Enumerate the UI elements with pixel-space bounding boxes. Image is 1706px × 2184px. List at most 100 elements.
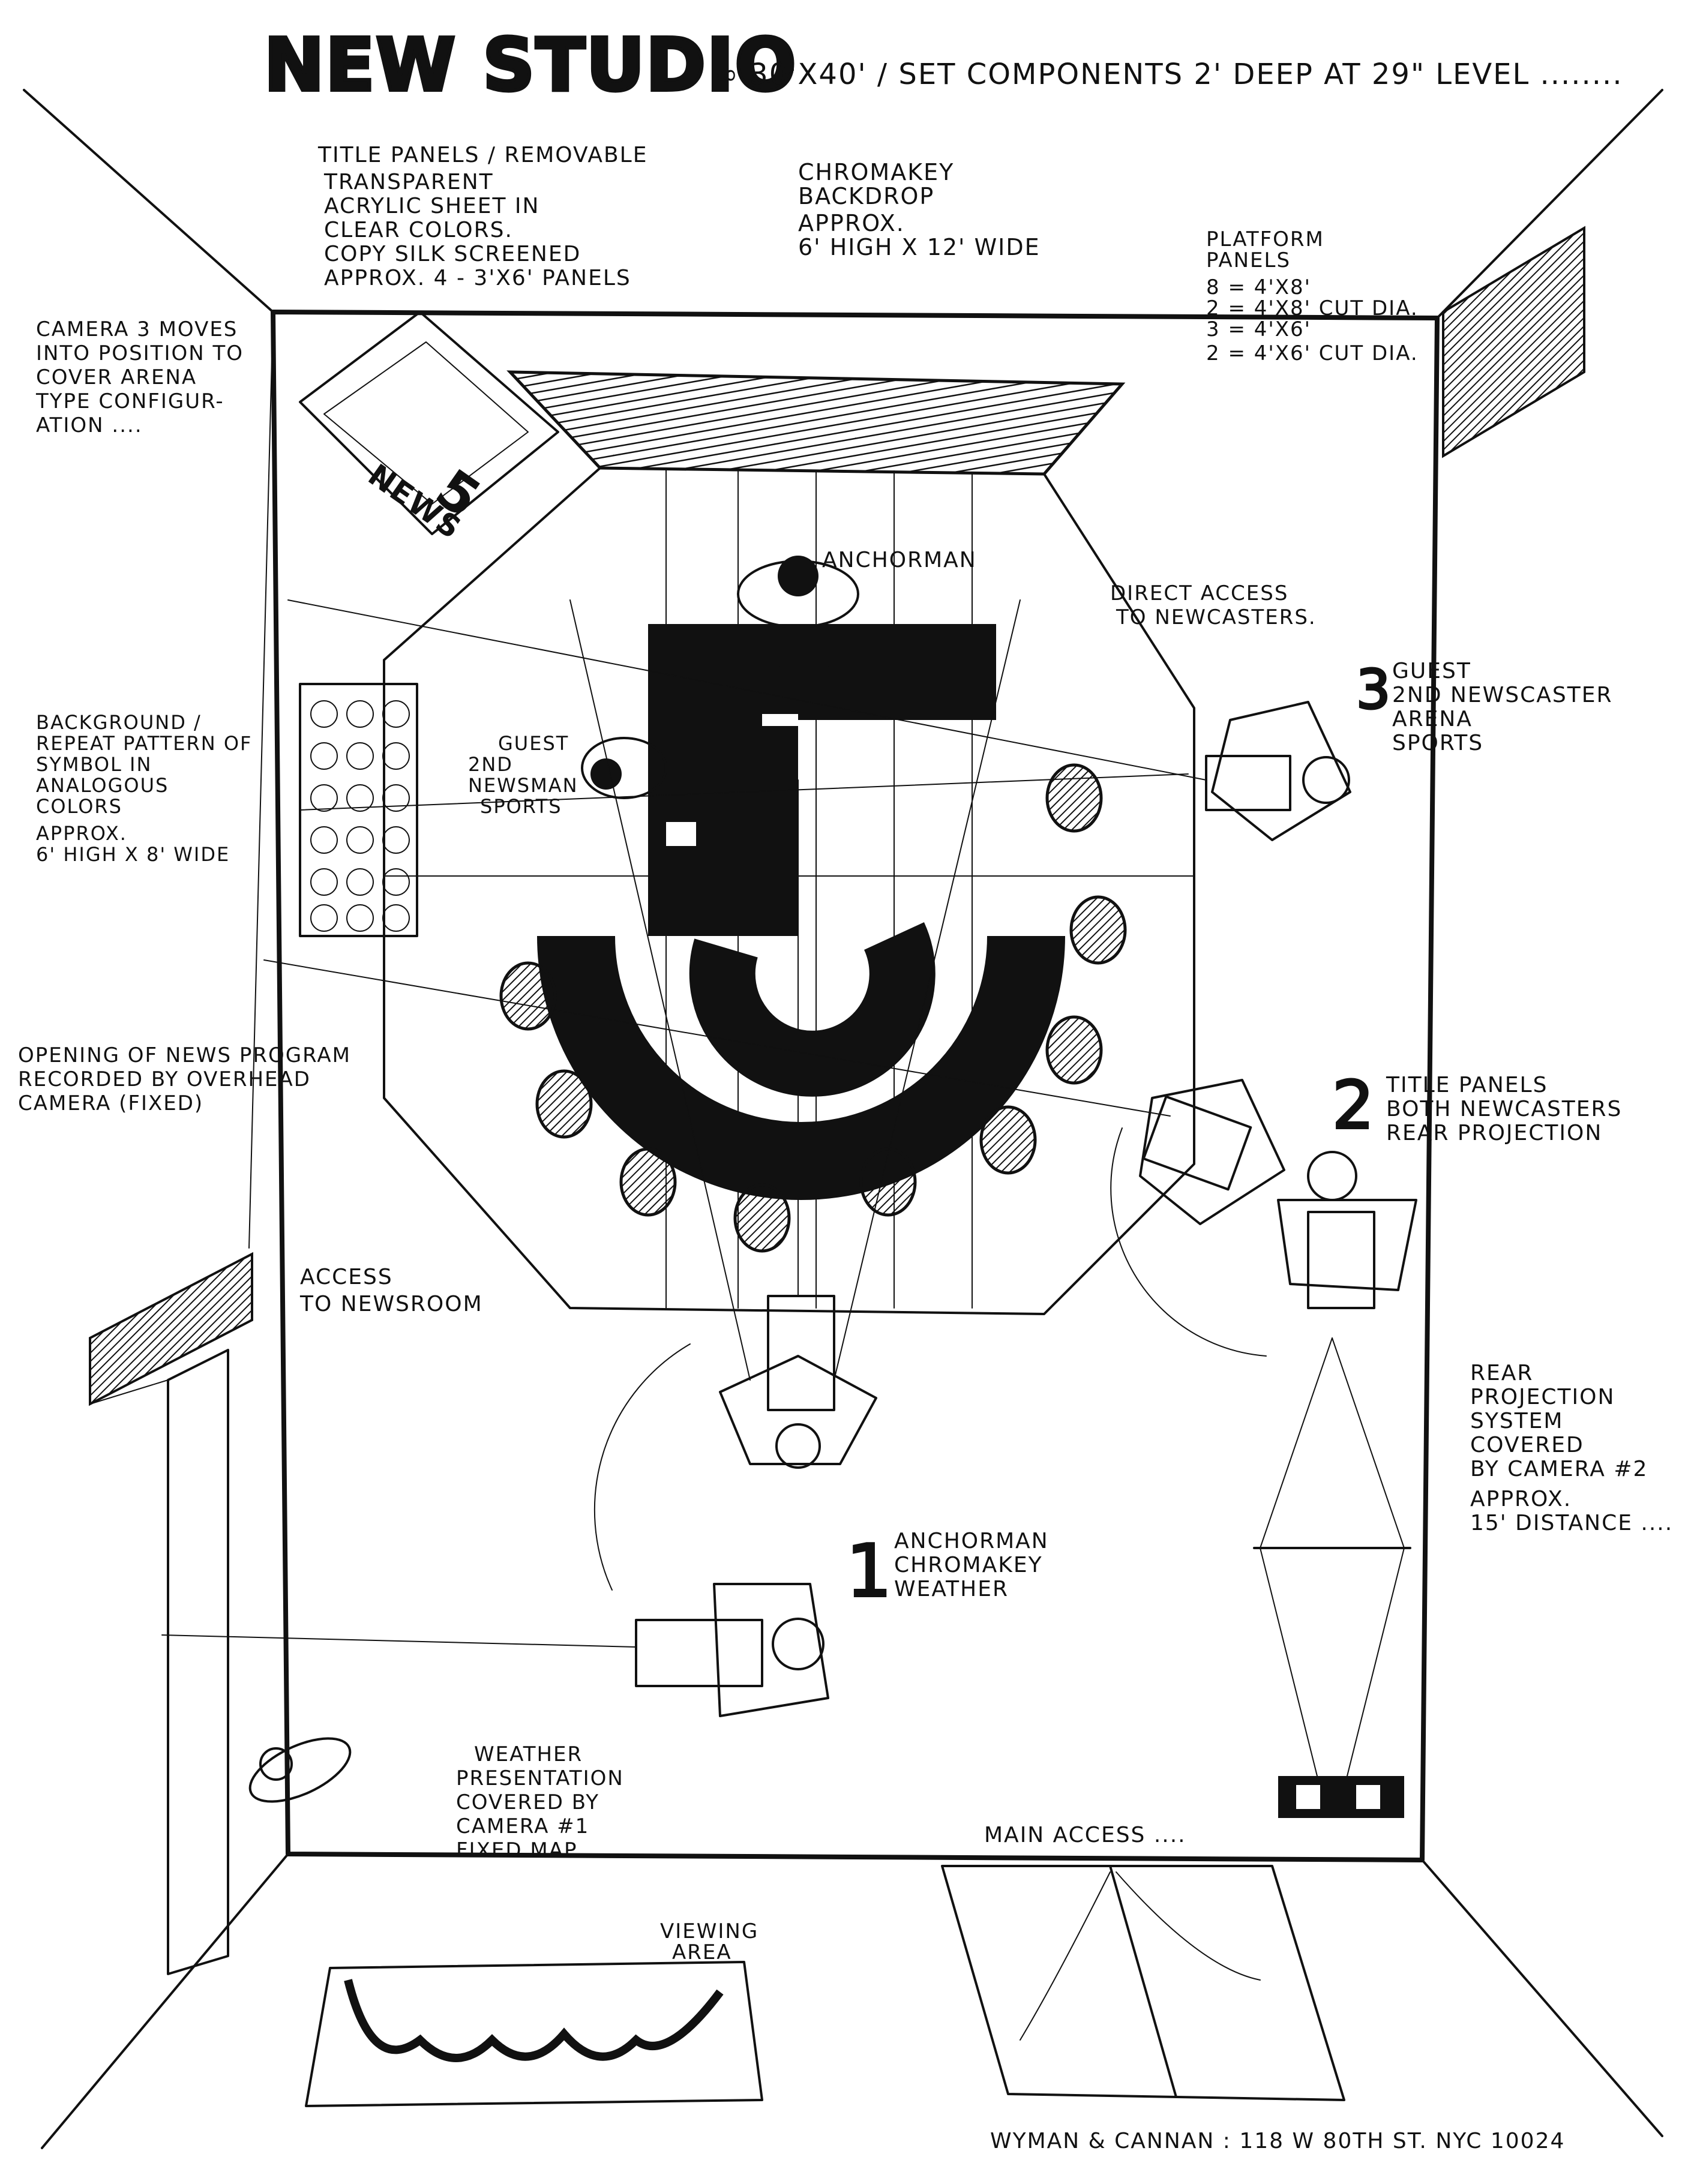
viewing-area	[305, 1961, 763, 2107]
note-chromakey: CHROMAKEY BACKDROP APPROX. 6' HIGH X 12'…	[798, 159, 1041, 260]
svg-text:VIEWING: VIEWING	[660, 1919, 758, 1943]
svg-text:TRANSPARENT: TRANSPARENT	[323, 170, 494, 194]
svg-text:BACKGROUND /: BACKGROUND /	[36, 711, 202, 734]
note-camera3-role: 3 GUEST 2ND NEWSCASTER ARENA SPORTS	[1355, 657, 1613, 755]
guest-figure	[581, 737, 667, 799]
svg-text:8 = 4'X8': 8 = 4'X8'	[1206, 275, 1311, 299]
chair	[499, 961, 557, 1031]
svg-text:ANCHORMAN: ANCHORMAN	[894, 1529, 1049, 1553]
svg-text:TITLE PANELS: TITLE PANELS	[1386, 1073, 1548, 1097]
svg-text:WEATHER: WEATHER	[894, 1577, 1009, 1601]
camera-1-upper	[593, 1295, 877, 1591]
svg-text:CAMERA (FIXED): CAMERA (FIXED)	[18, 1091, 203, 1115]
note-weather: WEATHER PRESENTATION COVERED BY CAMERA #…	[456, 1742, 623, 1862]
chair	[1045, 1015, 1103, 1085]
svg-text:BOTH NEWCASTERS: BOTH NEWCASTERS	[1386, 1097, 1622, 1121]
svg-text:TO NEWCASTERS.: TO NEWCASTERS.	[1116, 605, 1317, 629]
chair	[535, 1069, 593, 1139]
svg-text:SYMBOL IN: SYMBOL IN	[36, 753, 152, 776]
svg-text:2ND: 2ND	[468, 753, 513, 776]
svg-text:REAR PROJECTION: REAR PROJECTION	[1386, 1121, 1602, 1145]
svg-text:TYPE CONFIGUR-: TYPE CONFIGUR-	[35, 389, 224, 413]
svg-text:APPROX. 4 - 3'X6' PANELS: APPROX. 4 - 3'X6' PANELS	[324, 266, 631, 290]
svg-text:APPROX.: APPROX.	[36, 822, 127, 845]
note-direct-access: DIRECT ACCESS TO NEWCASTERS.	[1110, 581, 1317, 629]
svg-text:CAMERA 3 MOVES: CAMERA 3 MOVES	[36, 317, 238, 341]
svg-text:3 = 4'X6': 3 = 4'X6'	[1206, 317, 1311, 341]
svg-text:BACKDROP: BACKDROP	[798, 183, 934, 209]
note-background: BACKGROUND / REPEAT PATTERN OF SYMBOL IN…	[36, 711, 252, 866]
svg-text:PROJECTION: PROJECTION	[1470, 1385, 1615, 1409]
svg-text:2ND NEWSCASTER: 2ND NEWSCASTER	[1392, 683, 1613, 707]
svg-text:CLEAR COLORS.: CLEAR COLORS.	[324, 218, 513, 242]
svg-text:INTO POSITION TO: INTO POSITION TO	[36, 341, 244, 365]
note-camera1: 1 ANCHORMAN CHROMAKEY WEATHER	[845, 1529, 1049, 1615]
svg-text:2 = 4'X6' CUT DIA.: 2 = 4'X6' CUT DIA.	[1206, 341, 1419, 365]
svg-text:ARENA: ARENA	[1392, 707, 1473, 731]
chair	[1045, 763, 1103, 833]
chair	[859, 1147, 917, 1217]
svg-text:SPORTS: SPORTS	[1392, 731, 1483, 755]
svg-text:SPORTS: SPORTS	[480, 795, 562, 818]
svg-text:ATION ....: ATION ....	[36, 413, 143, 437]
svg-text:GUEST: GUEST	[1392, 659, 1471, 683]
svg-text:3: 3	[1356, 658, 1392, 721]
svg-text:COVERED BY: COVERED BY	[456, 1790, 599, 1814]
svg-text:CHROMAKEY: CHROMAKEY	[894, 1553, 1043, 1577]
svg-text:2 = 4'X8' CUT DIA.: 2 = 4'X8' CUT DIA.	[1206, 296, 1419, 320]
svg-text:GUEST: GUEST	[498, 732, 569, 755]
svg-text:COPY SILK SCREENED: COPY SILK SCREENED	[324, 242, 581, 266]
svg-text:2: 2	[1332, 1067, 1375, 1144]
svg-text:NEWSMAN: NEWSMAN	[468, 774, 578, 797]
note-rear-projection: REAR PROJECTION SYSTEM COVERED BY CAMERA…	[1470, 1361, 1673, 1535]
title-block: NEW STUDIO ∞ 30'X40' / SET COMPONENTS 2'…	[262, 22, 1623, 109]
svg-text:DIRECT ACCESS: DIRECT ACCESS	[1110, 581, 1288, 605]
note-opening: OPENING OF NEWS PROGRAM RECORDED BY OVER…	[18, 1043, 350, 1115]
svg-text:CAMERA #1: CAMERA #1	[456, 1814, 589, 1838]
page-subtitle: ∞ 30'X40' / SET COMPONENTS 2' DEEP AT 29…	[714, 58, 1623, 91]
svg-text:15' DISTANCE ....: 15' DISTANCE ....	[1470, 1511, 1673, 1535]
page-title: NEW STUDIO	[264, 24, 797, 107]
svg-text:SYSTEM: SYSTEM	[1470, 1409, 1564, 1433]
note-guest: GUEST 2ND NEWSMAN SPORTS	[468, 732, 578, 818]
svg-text:ACCESS: ACCESS	[300, 1265, 393, 1289]
chair	[979, 1105, 1037, 1175]
chromakey-backdrop	[506, 370, 1126, 476]
chairs	[499, 763, 1127, 1253]
chair	[1069, 895, 1127, 965]
rear-projection-system	[1253, 1337, 1411, 1818]
svg-text:6' HIGH X 8' WIDE: 6' HIGH X 8' WIDE	[36, 843, 230, 866]
svg-text:TO NEWSROOM: TO NEWSROOM	[299, 1292, 483, 1316]
main-access-doors[interactable]	[941, 1865, 1345, 2101]
svg-text:CHROMAKEY: CHROMAKEY	[798, 159, 954, 185]
chair	[619, 1147, 677, 1217]
note-camera2: 2 TITLE PANELS BOTH NEWCASTERS REAR PROJ…	[1331, 1066, 1622, 1145]
svg-text:ANALOGOUS: ANALOGOUS	[36, 774, 169, 797]
svg-text:PANELS: PANELS	[1206, 248, 1291, 272]
svg-text:AREA: AREA	[672, 1940, 732, 1964]
svg-text:COLORS: COLORS	[36, 795, 122, 818]
svg-text:REAR: REAR	[1470, 1361, 1533, 1385]
svg-text:1: 1	[846, 1530, 893, 1613]
note-main-access: MAIN ACCESS ....	[984, 1823, 1186, 1847]
svg-text:ACRYLIC SHEET IN: ACRYLIC SHEET IN	[324, 194, 539, 218]
credit-line: WYMAN & CANNAN : 118 W 80TH ST. NYC 1002…	[990, 2129, 1565, 2153]
weather-presenter-figure	[248, 1737, 352, 1803]
right-wall-panel	[1442, 226, 1585, 458]
svg-text:COVERED: COVERED	[1470, 1433, 1584, 1457]
svg-text:PLATFORM: PLATFORM	[1206, 227, 1324, 251]
svg-text:REPEAT PATTERN OF: REPEAT PATTERN OF	[36, 732, 252, 755]
chair	[733, 1183, 791, 1253]
svg-text:BY CAMERA #2: BY CAMERA #2	[1470, 1457, 1648, 1481]
note-anchorman: ANCHORMAN	[822, 548, 977, 572]
svg-text:6' HIGH X 12' WIDE: 6' HIGH X 12' WIDE	[798, 234, 1041, 260]
camera-3	[1205, 701, 1351, 841]
note-viewing-area: VIEWING AREA	[660, 1919, 758, 1964]
svg-text:APPROX.: APPROX.	[1470, 1487, 1572, 1511]
svg-text:FIXED MAP.: FIXED MAP.	[456, 1838, 582, 1862]
camera-1	[635, 1583, 829, 1717]
note-platform: PLATFORM PANELS 8 = 4'X8' 2 = 4'X8' CUT …	[1206, 227, 1419, 365]
svg-text:RECORDED BY OVERHEAD: RECORDED BY OVERHEAD	[18, 1067, 311, 1091]
